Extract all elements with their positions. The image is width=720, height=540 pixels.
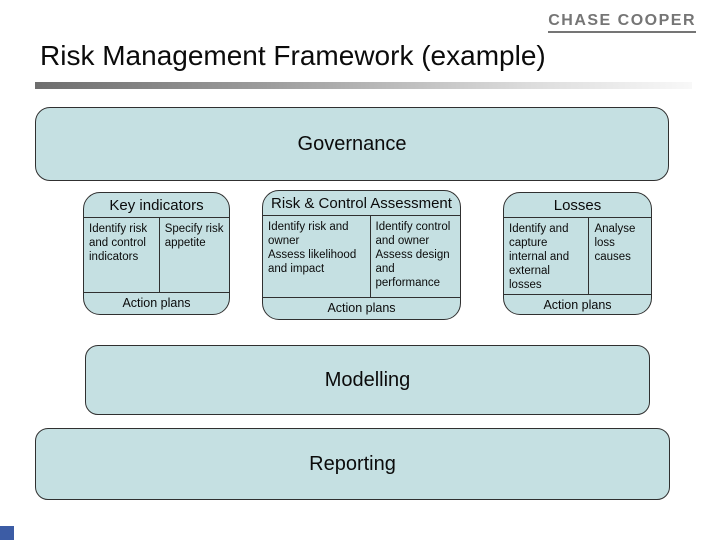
accent-square <box>0 526 14 540</box>
slide-title: Risk Management Framework (example) <box>40 40 546 71</box>
modelling-label: Modelling <box>324 368 411 391</box>
process-box-body: Identify risk and control indicators Spe… <box>84 218 229 292</box>
process-box-body: Identify risk and owner Assess likelihoo… <box>263 216 460 297</box>
process-box-body: Identify and capture internal and extern… <box>504 218 651 294</box>
process-box-title: Losses <box>504 193 651 218</box>
governance-label: Governance <box>297 132 407 155</box>
process-box-left-cell: Identify and capture internal and extern… <box>504 218 590 294</box>
process-box-right-cell: Analyse loss causes <box>594 223 636 263</box>
title-underline-bar <box>35 82 692 89</box>
process-box-risk-control-assessment: Risk & Control Assessment Identify risk … <box>262 190 461 320</box>
process-box-left-cell: Identify risk and control indicators <box>84 218 160 292</box>
reporting-label: Reporting <box>309 452 396 475</box>
process-box-left-cell: Identify risk and owner Assess likelihoo… <box>263 216 371 297</box>
action-plans-footer: Action plans <box>263 297 460 319</box>
process-box-right-cell: Specify risk appetite <box>164 223 224 249</box>
process-box-losses: Losses Identify and capture internal and… <box>503 192 652 315</box>
action-plans-footer: Action plans <box>84 292 229 314</box>
modelling-band: Modelling <box>85 345 650 415</box>
process-box-key-indicators: Key indicators Identify risk and control… <box>83 192 230 315</box>
governance-band: Governance <box>35 107 669 181</box>
process-box-right-cell: Identify control and owner Assess design… <box>375 221 451 289</box>
process-box-title: Risk & Control Assessment <box>263 191 460 216</box>
chase-cooper-logo: CHASE COOPER <box>548 12 696 33</box>
action-plans-footer: Action plans <box>504 294 651 314</box>
process-box-title: Key indicators <box>84 193 229 218</box>
reporting-band: Reporting <box>35 428 670 500</box>
